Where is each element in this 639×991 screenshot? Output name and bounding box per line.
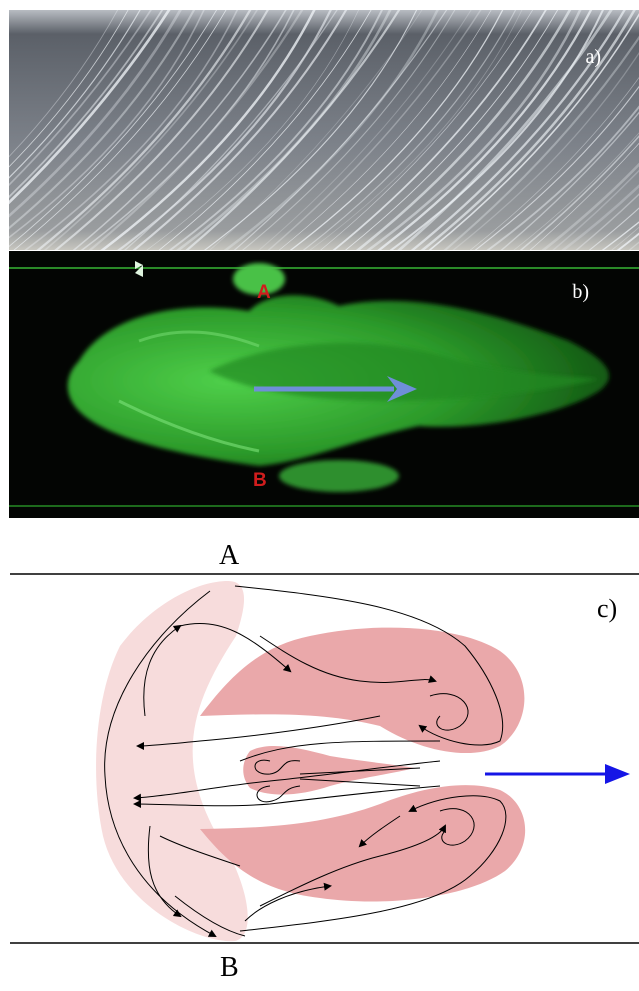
top-wall-label: A bbox=[219, 540, 240, 571]
streak-photo-panel: a) bbox=[9, 10, 639, 250]
streak-photo bbox=[9, 10, 639, 250]
inner-vortex-region bbox=[243, 746, 415, 795]
point-b-marker: B bbox=[253, 470, 267, 491]
panel-b-label: b) bbox=[572, 281, 589, 303]
panel-c-label: c) bbox=[597, 594, 618, 623]
flow-direction-arrow bbox=[485, 764, 630, 784]
point-a-marker: A bbox=[257, 282, 271, 303]
panel-a-label: a) bbox=[585, 46, 601, 68]
fluorescence-photo-panel: A B b) bbox=[9, 251, 639, 518]
outer-crescent-region bbox=[96, 581, 248, 942]
schematic-drawing bbox=[10, 573, 639, 944]
fluorescence-photo bbox=[9, 251, 639, 518]
flow-schematic: A B c) bbox=[0, 536, 639, 986]
upper-vortex-region bbox=[200, 627, 525, 754]
bottom-wall-label: B bbox=[220, 952, 239, 983]
flow-direction-arrow bbox=[254, 376, 417, 402]
